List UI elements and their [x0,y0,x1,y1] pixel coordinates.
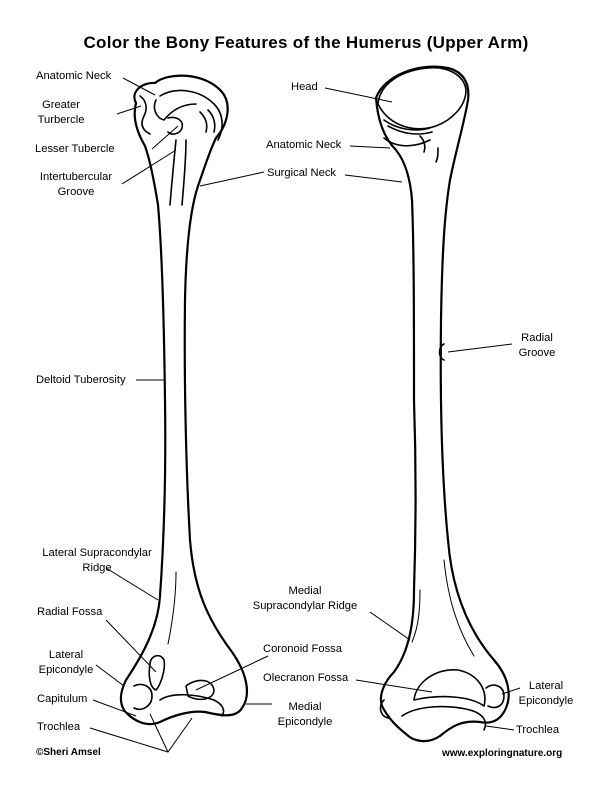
leader-medial-supracondylar-ridge [370,612,410,640]
label-radial-fossa: Radial Fossa [37,605,102,620]
label-anatomic-neck-right: Anatomic Neck [266,138,341,153]
label-deltoid-tuberosity: Deltoid Tuberosity [36,373,126,388]
leader-radial-groove [448,344,512,352]
label-surgical-neck: Surgical Neck [267,166,336,181]
footer-website: www.exploringnature.org [442,748,562,759]
label-medial-supracondylar-ridge: Medial Supracondylar Ridge [246,584,364,613]
label-lateral-epicondyle-left: Lateral Epicondyle [36,648,96,677]
label-lateral-epicondyle-right: Lateral Epicondyle [512,679,580,708]
label-radial-groove: Radial Groove [510,331,564,360]
label-trochlea-right: Trochlea [516,723,559,738]
leader-trochlea-right [486,726,514,730]
label-greater-tubercle: Greater Turbercle [30,98,92,127]
right-humerus-outline [376,67,509,741]
label-lesser-tubercle: Lesser Tubercle [35,142,115,157]
leader-surgical-neck-left [200,172,264,186]
right-humerus-posterior [376,67,509,741]
label-intertubercular-groove: Intertubercular Groove [34,170,118,199]
page-title: Color the Bony Features of the Humerus (… [0,33,612,53]
label-head: Head [291,80,318,95]
footer-copyright: ©Sheri Amsel [36,747,101,758]
label-medial-epicondyle: Medial Epicondyle [272,700,338,729]
leader-surgical-neck-right [345,175,402,182]
leader-lateral-epicondyle-left [96,665,124,686]
label-lateral-supracondylar-ridge: Lateral Supracondylar Ridge [34,546,160,575]
label-anatomic-neck-left: Anatomic Neck [36,69,111,84]
leader-anatomic-neck-right [350,146,390,148]
label-coronoid-fossa: Coronoid Fossa [263,642,342,657]
label-trochlea-left: Trochlea [37,720,80,735]
label-capitulum: Capitulum [37,692,87,707]
label-olecranon-fossa: Olecranon Fossa [263,671,348,686]
